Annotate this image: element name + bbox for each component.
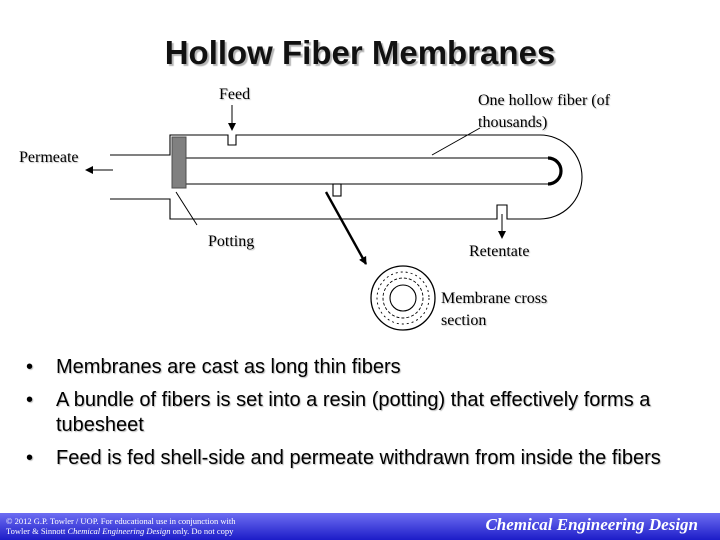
copyright-line-1: © 2012 G.P. Towler / UOP. For educationa… — [6, 516, 236, 526]
one-fiber-label-line-1: One hollow fiber (of — [478, 92, 610, 109]
feed-label: Feed — [219, 86, 251, 103]
membrane-cross-section — [370, 265, 436, 331]
bullet-item: Membranes are cast as long thin fibers — [24, 355, 704, 380]
copyright-note: © 2012 G.P. Towler / UOP. For educationa… — [6, 516, 296, 536]
cross-section-label-line-2: section — [441, 312, 487, 330]
potting-block — [171, 136, 187, 189]
flow-marker — [332, 183, 342, 197]
one-fiber-label: One hollow fiber (of thousands) — [478, 90, 610, 135]
one-fiber-label-line-2: thousands) — [478, 114, 548, 132]
bullet-item: Feed is fed shell-side and permeate with… — [24, 446, 704, 471]
shell-outline — [110, 134, 583, 220]
cross-section-arrow — [324, 191, 368, 265]
module-shell — [110, 134, 583, 220]
potting-label: Potting — [208, 233, 255, 250]
copyright-text-b: only. Do not copy — [170, 526, 234, 536]
copyright-line-2: Towler & Sinnott Chemical Engineering De… — [6, 526, 296, 536]
retentate-label: Retentate — [469, 243, 530, 260]
potting-leader — [175, 191, 198, 226]
brand-title: Chemical Engineering Design — [485, 515, 698, 534]
hollow-fiber-module-diagram — [85, 105, 583, 331]
cross-section-label-line-1: Membrane cross — [441, 290, 548, 307]
slide-title: Hollow Fiber Membranes — [164, 34, 556, 71]
fiber-bend-inner — [547, 160, 559, 182]
bullet-item: A bundle of fibers is set into a resin (… — [24, 388, 704, 438]
cross-section-label: Membrane cross section — [441, 288, 547, 333]
copyright-book-title: Chemical Engineering Design — [67, 526, 171, 536]
leader-lines — [85, 105, 506, 239]
permeate-label: Permeate — [19, 149, 79, 166]
bullet-list: Membranes are cast as long thin fibers A… — [24, 355, 704, 479]
copyright-text-a: Towler & Sinnott — [6, 526, 68, 536]
fiber-leader — [431, 127, 481, 156]
fiber-bend — [547, 156, 563, 186]
footer-bar: © 2012 G.P. Towler / UOP. For educationa… — [0, 513, 720, 540]
